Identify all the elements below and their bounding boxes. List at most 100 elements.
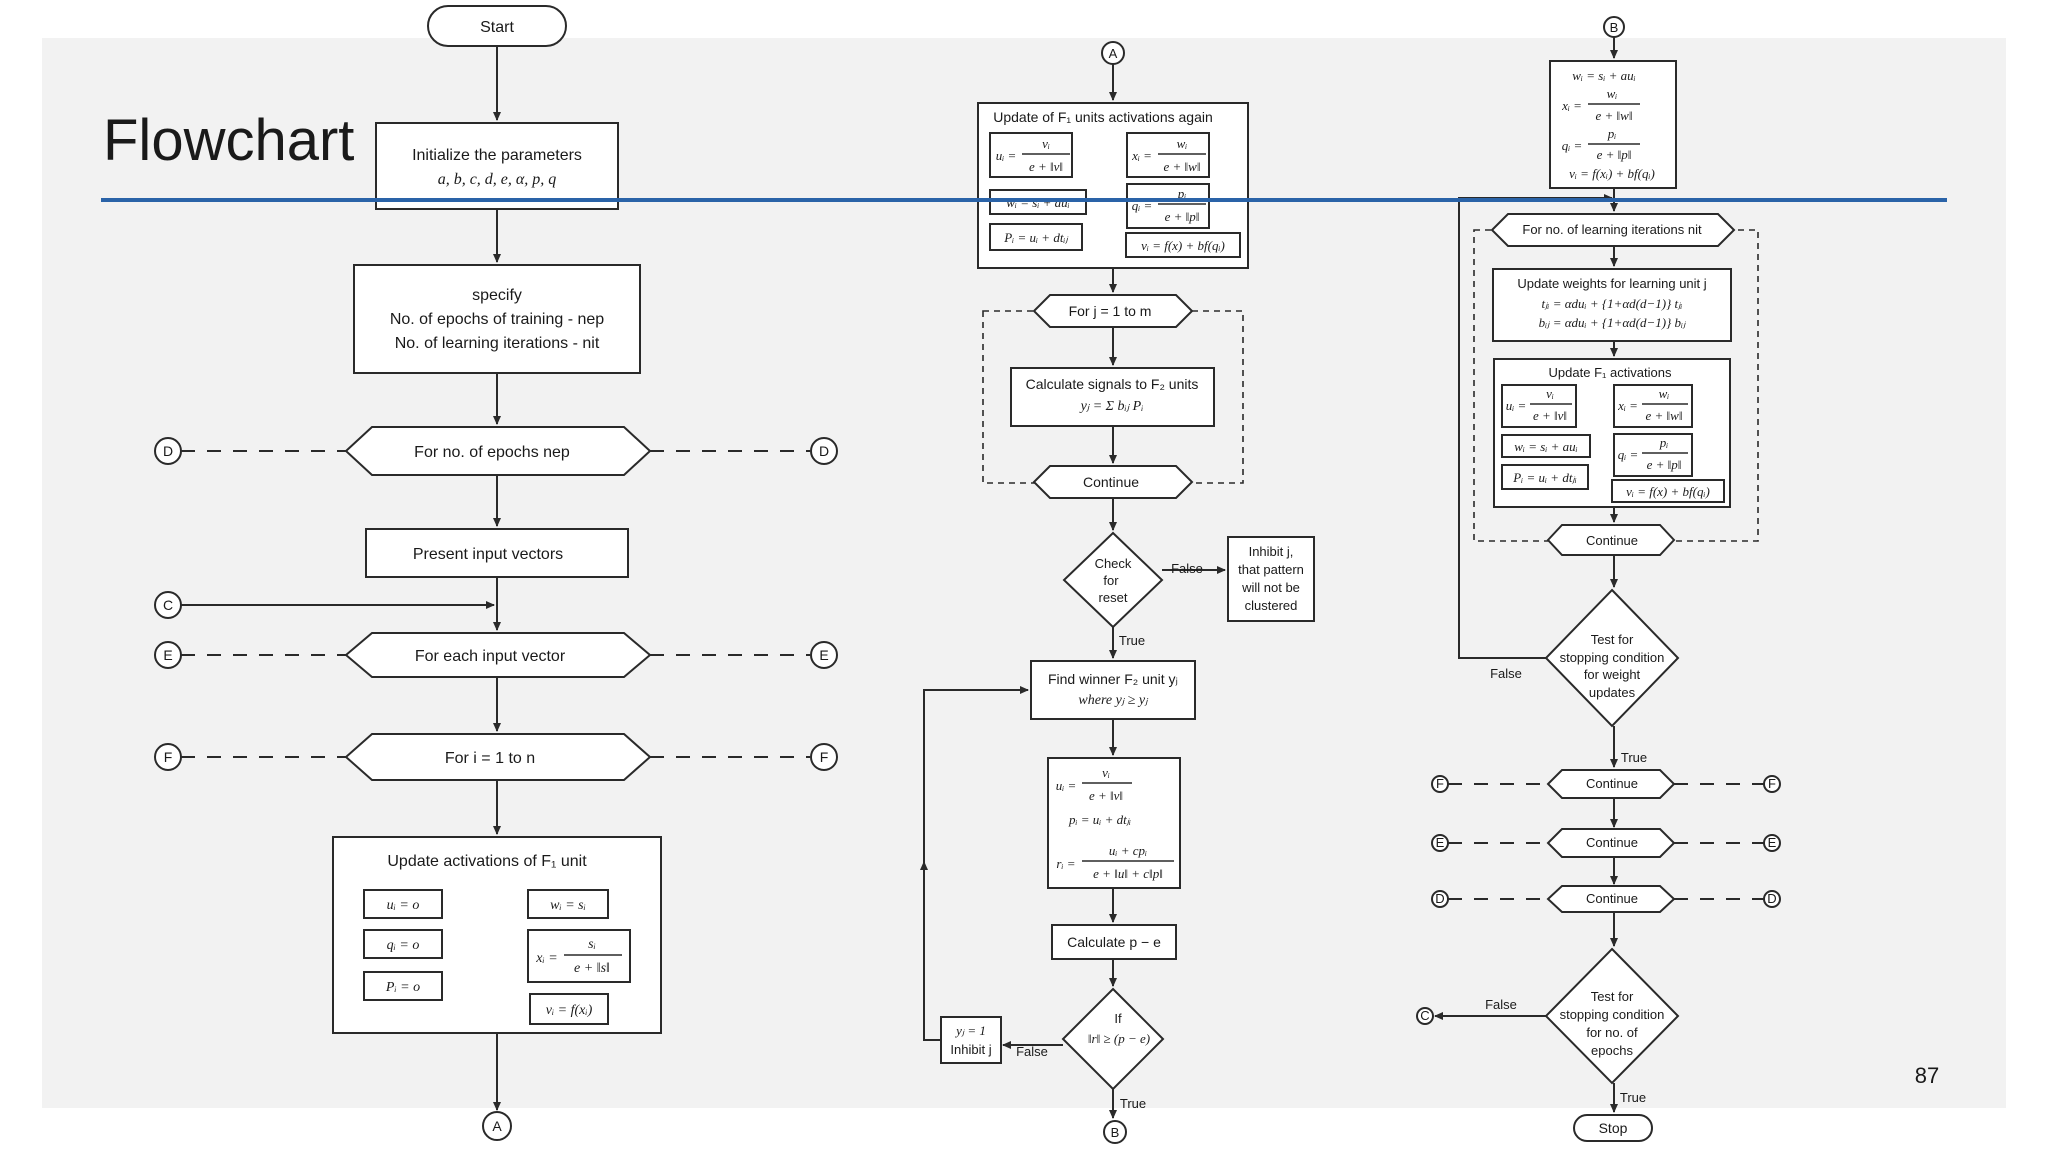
stop-epochs-4: epochs — [1591, 1043, 1633, 1058]
column-2: A Update of F₁ units activations again u… — [920, 41, 1315, 1144]
connector-a-bottom-label: A — [492, 1118, 502, 1134]
connector-d-right-label: D — [819, 443, 829, 459]
upd-x-den: e + ‖w‖ — [1163, 159, 1200, 174]
b-q-lhs: qᵢ = — [1562, 138, 1583, 153]
specify-line-2: No. of epochs of training - nep — [390, 311, 604, 328]
f1-x-num: wᵢ — [1659, 386, 1670, 401]
connector-d-c3-right-label: D — [1767, 891, 1776, 906]
b-x-den: e + ‖w‖ — [1595, 108, 1632, 123]
stop-weight-3: for weight — [1584, 667, 1641, 682]
f1-w-eq: wᵢ = sᵢ + auᵢ — [1514, 439, 1577, 454]
upd-x-num: wᵢ — [1177, 136, 1188, 151]
if-false-label: False — [1016, 1044, 1048, 1059]
connector-f-c3-left — [1431, 775, 1449, 793]
continue-f-label: Continue — [1586, 776, 1638, 791]
r-r-den: e + ‖u‖ + c‖p‖ — [1093, 866, 1163, 881]
connector-e-left — [154, 641, 182, 669]
yj-inhibit-box — [940, 1016, 1002, 1064]
if-r-2: ‖r‖ ≥ (p − e) — [1088, 1031, 1150, 1046]
upd-u-num: vᵢ — [1042, 136, 1050, 151]
connector-d-right — [810, 437, 838, 465]
connector-f-left — [154, 743, 182, 771]
continue-j-hexagon — [1032, 465, 1194, 499]
find-winner-2: where yⱼ ≥ yⱼ — [1078, 693, 1149, 708]
continue-nit-hexagon — [1546, 524, 1676, 556]
eq-x-den: e + ‖s‖ — [574, 961, 610, 976]
specify-box — [353, 264, 641, 374]
connector-e-right — [810, 641, 838, 669]
column-1: Start Initialize the parameters a, b, c,… — [154, 5, 838, 1141]
r-u-lhs: uᵢ = — [1056, 778, 1077, 793]
b-w-eq: wᵢ = sᵢ + auᵢ — [1572, 68, 1635, 83]
inhibit-2: that pattern — [1238, 562, 1304, 577]
r-r-num: uᵢ + cpᵢ — [1109, 843, 1147, 858]
r-r-lhs: rᵢ = — [1056, 856, 1075, 871]
b-q-num: pᵢ — [1607, 126, 1617, 141]
check-reset-2: for — [1103, 573, 1119, 588]
connector-e-c3-right — [1763, 834, 1781, 852]
connector-c-left-label: C — [163, 597, 173, 613]
slide-title: Flowchart — [103, 108, 354, 173]
init-params: a, b, c, d, e, α, p, q — [438, 171, 557, 188]
if-r-1: If — [1114, 1011, 1122, 1026]
continue-e-label: Continue — [1586, 835, 1638, 850]
connector-f-right-label: F — [820, 749, 829, 765]
r-p-eq: pᵢ = uᵢ + dtⱼᵢ — [1068, 812, 1131, 827]
inhibit-3: will not be — [1241, 580, 1300, 595]
b-x-num: wᵢ — [1607, 86, 1618, 101]
stop-terminal — [1573, 1114, 1653, 1142]
upd-v-eq: vᵢ = f(x) + bf(qᵢ) — [1141, 238, 1225, 253]
stop-epochs-1: Test for — [1591, 989, 1634, 1004]
for-j-hexagon — [1032, 294, 1194, 328]
continue-j-label: Continue — [1083, 474, 1139, 490]
column-3: B wᵢ = sᵢ + auᵢ xᵢ = wᵢ e + ‖w‖ qᵢ = pᵢ … — [1416, 16, 1781, 1142]
update-weights-3: bᵢⱼ = αduᵢ + {1+αd(d−1)} bᵢⱼ — [1539, 315, 1686, 330]
eq-v: vᵢ = f(xᵢ) — [546, 1003, 593, 1018]
upd-w-eq: wᵢ = sᵢ + auᵢ — [1006, 195, 1069, 210]
b-update-box — [1549, 60, 1677, 189]
upd-u-lhs: uᵢ = — [996, 148, 1017, 163]
yj-2: Inhibit j — [950, 1042, 991, 1057]
connector-f-c3-right-label: F — [1768, 776, 1776, 791]
b-x-lhs: xᵢ = — [1561, 98, 1582, 113]
upd-p-eq: Pᵢ = uᵢ + dtᵢⱼ — [1003, 230, 1068, 245]
connector-c-c3-label: C — [1420, 1008, 1429, 1023]
stop-weight-1: Test for — [1591, 632, 1634, 647]
each-input-label: For each input vector — [415, 648, 566, 665]
update-weights-1: Update weights for learning unit j — [1517, 276, 1706, 291]
f1-u-num: vᵢ — [1546, 386, 1554, 401]
find-winner-box — [1030, 660, 1196, 720]
calc-signals-1: Calculate signals to F₂ units — [1026, 376, 1199, 392]
connector-d-left — [154, 437, 182, 465]
inhibit-1: Inhibit j, — [1249, 544, 1294, 559]
update-weights-2: tⱼᵢ = αduᵢ + {1+αd(d−1)} tⱼᵢ — [1542, 296, 1683, 311]
connector-d-c3-left-label: D — [1435, 891, 1444, 906]
check-reset-1: Check — [1095, 556, 1132, 571]
init-label: Initialize the parameters — [412, 147, 582, 164]
stop-epochs-2: stopping condition — [1560, 1007, 1665, 1022]
upd-u-den: e + ‖v‖ — [1029, 159, 1063, 174]
present-input-label: Present input vectors — [413, 546, 563, 563]
connector-d-left-label: D — [163, 443, 173, 459]
yj-1: yⱼ = 1 — [954, 1023, 986, 1038]
inhibit-j-box — [1227, 536, 1315, 622]
calc-p-e-label: Calculate p − e — [1067, 934, 1161, 950]
connector-a-bottom — [482, 1111, 512, 1141]
continue-nit-label: Continue — [1586, 533, 1638, 548]
f1-q-num: pᵢ — [1659, 435, 1669, 450]
stop-weight-false: False — [1490, 666, 1522, 681]
for-j-label: For j = 1 to m — [1069, 303, 1152, 319]
stop-epochs-3: for no. of — [1586, 1025, 1638, 1040]
connector-d-c3-left — [1431, 890, 1449, 908]
eq-x-lhs: xᵢ = — [535, 951, 557, 966]
page-number: 87 — [1915, 1063, 1939, 1088]
specify-line-3: No. of learning iterations - nit — [395, 335, 600, 352]
connector-e-c3-left — [1431, 834, 1449, 852]
r-compute-box — [1047, 757, 1181, 889]
f1-q-den: e + ‖p‖ — [1647, 457, 1682, 472]
r-u-den: e + ‖v‖ — [1089, 788, 1123, 803]
connector-c-c3 — [1416, 1007, 1434, 1025]
f1-update-again-title: Update of F₁ units activations again — [993, 109, 1213, 125]
